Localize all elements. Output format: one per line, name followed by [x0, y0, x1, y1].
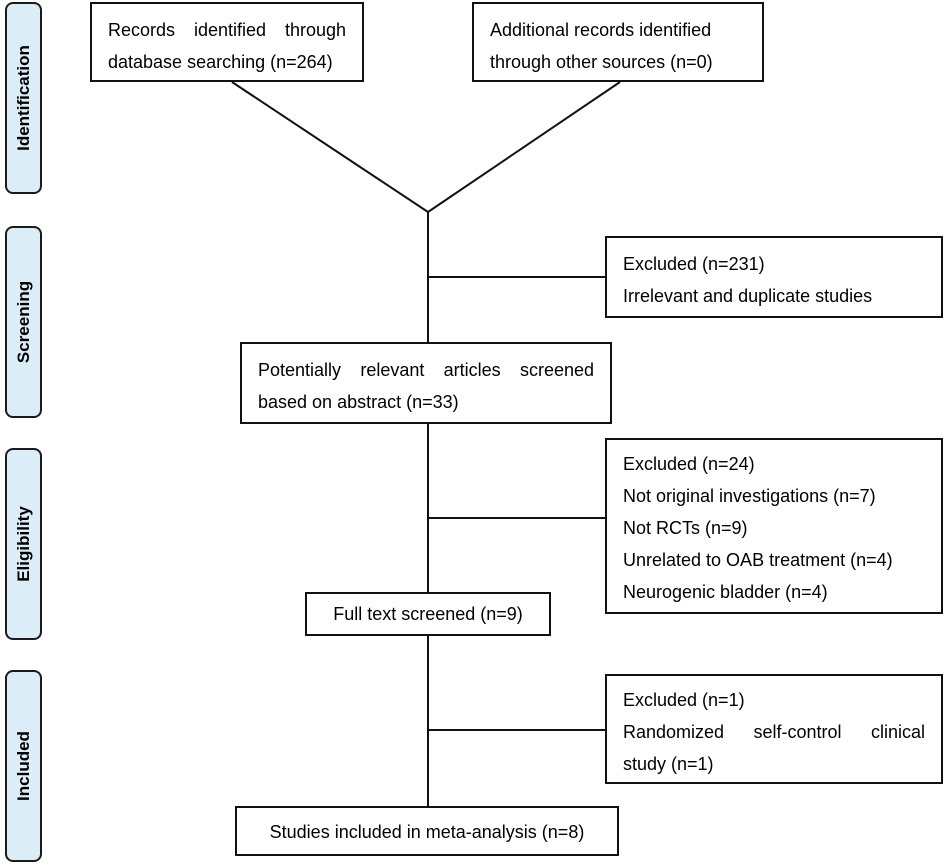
connector-left-diagonal — [231, 81, 429, 213]
excluded-eligibility-line-5: Neurogenic bladder (n=4) — [623, 582, 828, 602]
stage-screening: Screening — [5, 226, 42, 418]
stage-screening-label: Screening — [13, 280, 33, 364]
excluded-eligibility-line-3: Not RCTs (n=9) — [623, 518, 748, 538]
meta-analysis-label: Studies included in meta-analysis (n=8) — [269, 822, 585, 842]
full-text-label: Full text screened (n=9) — [333, 604, 523, 624]
box-excluded-eligibility: Excluded (n=24) Not original investigati… — [605, 438, 943, 614]
box-full-text: Full text screened (n=9) — [305, 592, 551, 636]
excluded-screening-line-2: Irrelevant and duplicate studies — [623, 286, 873, 306]
excluded-included-line-2: Randomized self-control clinical — [623, 722, 925, 742]
box-abstract-screened: Potentially relevant articles screened b… — [240, 342, 612, 424]
stage-eligibility-label: Eligibility — [13, 506, 33, 582]
abstract-screened-line-2: based on abstract (n=33) — [258, 392, 459, 412]
excluded-screening-line-1: Excluded (n=231) — [623, 254, 765, 274]
stage-identification-label: Identification — [13, 45, 33, 151]
connector-right-diagonal — [427, 81, 621, 213]
excluded-eligibility-line-2: Not original investigations (n=7) — [623, 486, 876, 506]
stage-eligibility: Eligibility — [5, 448, 42, 640]
stage-included-label: Included — [13, 731, 33, 801]
other-records-line-2: through other sources (n=0) — [490, 52, 713, 72]
database-records-line-2: database searching (n=264) — [108, 52, 333, 72]
database-records-line-1: Records identified through — [108, 20, 346, 40]
excluded-eligibility-line-4: Unrelated to OAB treatment (n=4) — [623, 550, 893, 570]
box-meta-analysis: Studies included in meta-analysis (n=8) — [235, 806, 619, 856]
excluded-eligibility-line-1: Excluded (n=24) — [623, 454, 755, 474]
box-database-records: Records identified through database sear… — [90, 2, 364, 82]
box-other-records: Additional records identified through ot… — [472, 2, 764, 82]
box-excluded-included: Excluded (n=1) Randomized self-control c… — [605, 674, 943, 784]
abstract-screened-line-1: Potentially relevant articles screened — [258, 360, 594, 380]
excluded-included-line-1: Excluded (n=1) — [623, 690, 745, 710]
other-records-line-1: Additional records identified — [490, 20, 712, 40]
stage-identification: Identification — [5, 2, 42, 194]
stage-included: Included — [5, 670, 42, 862]
excluded-included-line-3: study (n=1) — [623, 754, 714, 774]
box-excluded-screening: Excluded (n=231) Irrelevant and duplicat… — [605, 236, 943, 318]
